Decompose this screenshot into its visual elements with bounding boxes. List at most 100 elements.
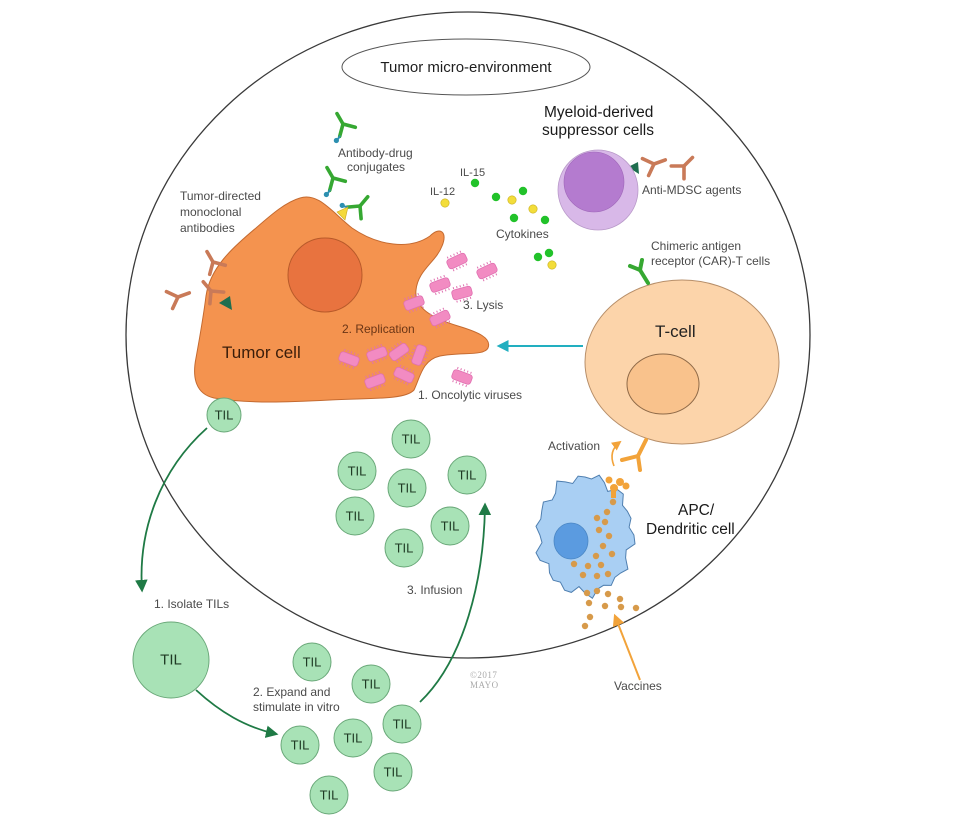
car-t-label: Chimeric antigen receptor (CAR)-T cells <box>651 239 770 268</box>
tumor-cell: Tumor cell 2. Replication <box>194 196 490 403</box>
watermark-line1: ©2017 <box>470 670 497 680</box>
cytokine-il12-icon <box>547 260 557 270</box>
virus-icon <box>338 348 360 370</box>
til-cell-body <box>391 419 431 459</box>
antigen-dot <box>604 590 612 598</box>
antigen-dot <box>601 518 609 526</box>
mdsc-heading-line1: Myeloid-derived <box>544 104 653 121</box>
watermark-line2: MAYO <box>470 680 499 690</box>
mhc-receptor-icon <box>605 476 630 498</box>
virus-icon <box>476 260 498 282</box>
isolate-arrow <box>135 427 208 593</box>
monoclonal-line2: monoclonal <box>180 205 241 219</box>
antigen-dot <box>581 622 589 630</box>
til-cell: TIL <box>391 419 431 459</box>
til-cell-body <box>333 718 373 758</box>
antigen-dot <box>585 599 593 607</box>
til-cell: TIL <box>382 704 422 744</box>
til-label: TIL <box>303 655 322 670</box>
til-cell: TIL <box>335 496 375 536</box>
antibody-drug-label: Antibody-drug conjugates <box>338 146 416 174</box>
til-cell: TIL <box>447 455 487 495</box>
oncolytic-virus-group <box>338 250 498 392</box>
t-cell-label: T-cell <box>655 322 696 341</box>
til-label: TIL <box>160 652 182 669</box>
virus-icon <box>429 307 451 329</box>
til-cell-body <box>335 496 375 536</box>
til-label: TIL <box>291 738 310 753</box>
cytokine-il12-icon <box>440 198 450 208</box>
cytokine-il12-icon <box>528 204 538 214</box>
antigen-dot <box>579 571 587 579</box>
til-cell-body <box>387 468 427 508</box>
cytokine-il15-icon <box>509 213 519 223</box>
til-cell-body <box>430 506 470 546</box>
cytokine-il15-icon <box>544 248 554 258</box>
apc-line1: APC/ <box>678 502 715 519</box>
til-label: TIL <box>320 788 339 803</box>
til-cell-body <box>382 704 422 744</box>
antigen-dot <box>609 498 617 506</box>
virus-icon <box>403 292 425 314</box>
cytokine-group <box>440 178 557 270</box>
til-label: TIL <box>395 541 414 556</box>
antigen-dot <box>597 561 605 569</box>
til-cell-body <box>373 752 413 792</box>
il15-label: IL-15 <box>460 167 485 179</box>
antigen-dot <box>599 542 607 550</box>
oncolytic-viruses-label: 1. Oncolytic viruses <box>418 388 522 402</box>
til-cell: TIL <box>132 621 210 699</box>
tumor-antigen-receptor-yellow <box>336 206 349 221</box>
antigen-dot <box>601 602 609 610</box>
isolate-label: 1. Isolate TILs <box>154 597 229 611</box>
anti-mdsc-antibody-icon <box>669 155 695 181</box>
antigen-dot <box>617 603 625 611</box>
virus-icon <box>366 343 388 365</box>
cytokine-il15-icon <box>470 178 480 188</box>
virus-icon <box>429 274 451 296</box>
antigen-dot <box>592 552 600 560</box>
virus-icon <box>446 250 468 272</box>
cytokine-il12-icon <box>507 195 517 205</box>
til-label: TIL <box>441 519 460 534</box>
til-cell-body <box>384 528 424 568</box>
expand-label: 2. Expand and stimulate in vitro <box>253 685 340 714</box>
il12-label: IL-12 <box>430 186 455 198</box>
mdsc-cell <box>557 149 639 231</box>
til-label: TIL <box>458 468 477 483</box>
monoclonal-line1: Tumor-directed <box>180 189 261 203</box>
activation-arrow <box>610 440 622 467</box>
tumor-cell-label: Tumor cell <box>222 343 301 362</box>
til-cell: TIL <box>387 468 427 508</box>
lysis-label: 3. Lysis <box>463 298 503 312</box>
mdsc-heading: Myeloid-derived suppressor cells <box>542 104 658 139</box>
microenvironment-boundary <box>125 11 811 659</box>
cytokine-il15-icon <box>540 215 550 225</box>
tumor-nucleus <box>287 237 363 313</box>
monoclonal-line3: antibodies <box>180 221 235 235</box>
antigen-dot <box>605 532 613 540</box>
til-label: TIL <box>344 731 363 746</box>
title-badge: Tumor micro-environment <box>341 38 591 96</box>
dendritic-cell <box>535 474 636 600</box>
antigen-dot <box>608 550 616 558</box>
car-receptor-icon <box>628 258 650 285</box>
cytokine-il15-icon <box>533 252 543 262</box>
mdsc-receptor <box>628 162 639 174</box>
apc-label: APC/ Dendritic cell <box>646 502 735 538</box>
antigen-dot <box>632 604 640 612</box>
monoclonal-antibody-icon <box>205 249 228 277</box>
antigen-dot <box>603 508 611 516</box>
title-ellipse <box>341 38 591 96</box>
virus-icon <box>451 366 473 388</box>
tcr-receptor-icon <box>620 438 648 472</box>
virus-icon <box>451 283 473 303</box>
til-cell-body <box>280 725 320 765</box>
monoclonal-antibody-icon <box>164 289 192 311</box>
til-cell-body <box>132 621 210 699</box>
expand-line1: 2. Expand and <box>253 685 330 699</box>
antigen-dot <box>584 562 592 570</box>
til-cell: TIL <box>351 664 391 704</box>
